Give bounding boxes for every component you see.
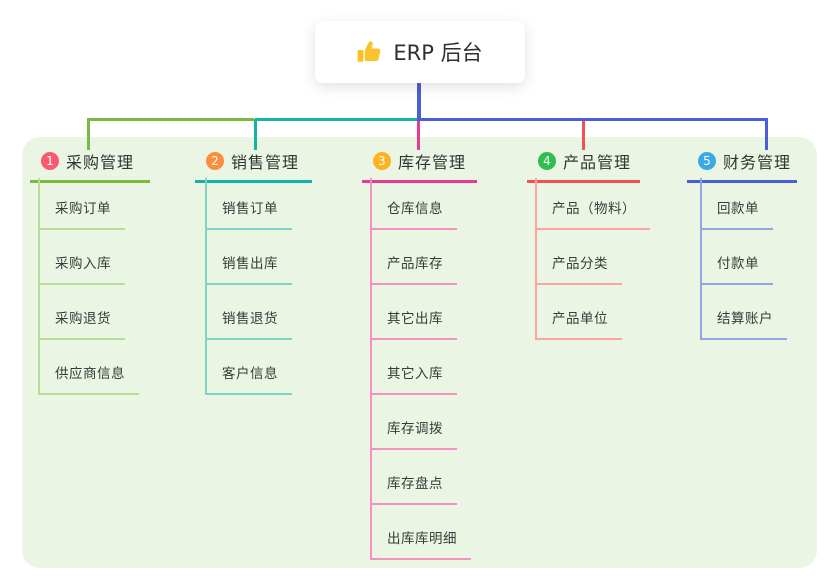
branch-4-number-badge: 4 — [538, 152, 556, 170]
branch-2-number-badge: 2 — [206, 152, 224, 170]
bus-line-blue — [418, 118, 768, 121]
leaf-node[interactable]: 仓库信息 — [370, 199, 457, 230]
branch-node-2[interactable]: 2 销售管理 — [195, 149, 312, 183]
leaf-node[interactable]: 销售出库 — [205, 254, 292, 285]
leaf-node[interactable]: 销售订单 — [205, 199, 292, 230]
leaf-node[interactable]: 付款单 — [700, 254, 773, 285]
branch-4-drop-line — [581, 119, 585, 150]
branch-4-title: 产品管理 — [563, 153, 632, 172]
leaf-node[interactable]: 采购退货 — [38, 309, 125, 340]
bus-line-teal — [255, 118, 419, 121]
leaf-node[interactable]: 其它出库 — [370, 309, 457, 340]
branch-3-tree-line — [370, 178, 372, 560]
branch-3-title: 库存管理 — [398, 153, 467, 172]
branch-node-5[interactable]: 5 财务管理 — [687, 149, 797, 183]
branch-node-4[interactable]: 4 产品管理 — [527, 149, 640, 183]
branch-1-title: 采购管理 — [66, 153, 135, 172]
leaf-node[interactable]: 产品库存 — [370, 254, 457, 285]
leaf-node[interactable]: 结算账户 — [700, 309, 787, 340]
branch-node-3[interactable]: 3 库存管理 — [362, 149, 477, 183]
leaf-node[interactable]: 供应商信息 — [38, 364, 139, 395]
thumbs-up-icon — [358, 41, 381, 62]
branch-2-tree-line — [205, 178, 207, 395]
leaf-node[interactable]: 采购入库 — [38, 254, 125, 285]
leaf-node[interactable]: 库存盘点 — [370, 474, 457, 505]
leaf-node[interactable]: 采购订单 — [38, 199, 125, 230]
leaf-node[interactable]: 其它入库 — [370, 364, 457, 395]
branch-3-number-badge: 3 — [373, 152, 391, 170]
branch-2-drop-line — [253, 119, 257, 150]
branch-5-tree-line — [700, 178, 702, 340]
leaf-node[interactable]: 产品单位 — [535, 309, 622, 340]
leaf-node[interactable]: 出库库明细 — [370, 529, 471, 560]
branch-node-1[interactable]: 1 采购管理 — [30, 149, 150, 183]
branch-3-drop-line — [417, 119, 420, 150]
bus-line-green — [86, 118, 254, 121]
leaf-node[interactable]: 产品（物料） — [535, 199, 650, 230]
branch-5-drop-line — [764, 119, 768, 150]
branch-2-title: 销售管理 — [231, 153, 300, 172]
root-node-title: ERP 后台 — [393, 41, 483, 65]
branch-5-title: 财务管理 — [723, 153, 792, 172]
branch-1-number-badge: 1 — [41, 152, 59, 170]
leaf-node[interactable]: 客户信息 — [205, 364, 292, 395]
root-stem-line — [417, 83, 421, 121]
root-node-erp[interactable]: ERP 后台 — [315, 21, 525, 83]
branch-5-number-badge: 5 — [698, 152, 716, 170]
branch-4-tree-line — [535, 178, 537, 340]
leaf-node[interactable]: 销售退货 — [205, 309, 292, 340]
canvas-panel — [22, 137, 817, 568]
leaf-node[interactable]: 回款单 — [700, 199, 773, 230]
leaf-node[interactable]: 产品分类 — [535, 254, 622, 285]
branch-1-tree-line — [38, 178, 40, 395]
branch-1-drop-line — [86, 119, 90, 150]
leaf-node[interactable]: 库存调拨 — [370, 419, 457, 450]
